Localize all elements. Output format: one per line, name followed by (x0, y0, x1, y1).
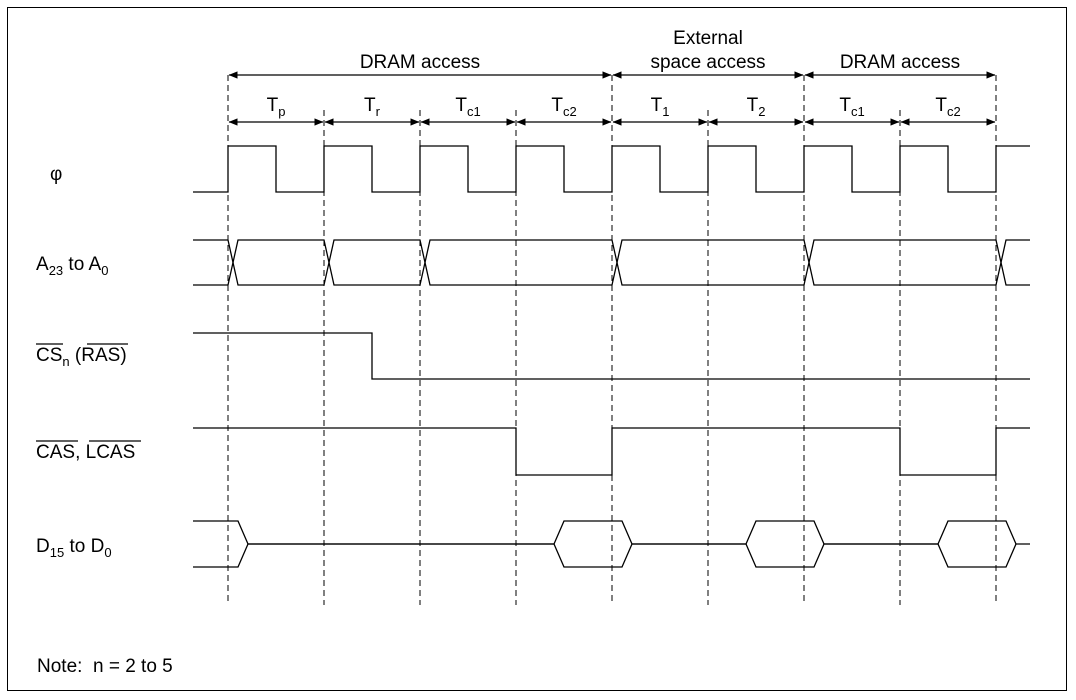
cas-waveform (193, 427, 1030, 476)
signal-label-address: A23 to A0 (36, 254, 108, 278)
state-label: Tc2 (551, 95, 576, 119)
signal-label-phi: φ (50, 164, 62, 185)
state-label: Tp (267, 95, 286, 119)
signal-label-cs: CSn (RAS) (36, 345, 127, 369)
note-text: Note: n = 2 to 5 (37, 656, 173, 677)
signal-label-cas: CAS, LCAS (36, 442, 135, 463)
state-label: Tr (364, 95, 381, 119)
state-label: Tc1 (839, 95, 864, 119)
state-label: T1 (651, 95, 670, 119)
address-waveform (193, 239, 1030, 286)
state-label: T2 (747, 95, 766, 119)
signal-label-data: D15 to D0 (36, 536, 112, 560)
phase-label-external-line2: space access (650, 52, 765, 73)
state-label: Tc1 (455, 95, 480, 119)
cs-waveform (193, 332, 1030, 380)
phase-label-external-line1: External (673, 28, 743, 49)
data-waveform (193, 520, 1030, 568)
state-label: Tc2 (935, 95, 960, 119)
phase-label-dram-1: DRAM access (360, 52, 480, 73)
phase-label-dram-2: DRAM access (840, 52, 960, 73)
phi-waveform (193, 145, 1030, 193)
